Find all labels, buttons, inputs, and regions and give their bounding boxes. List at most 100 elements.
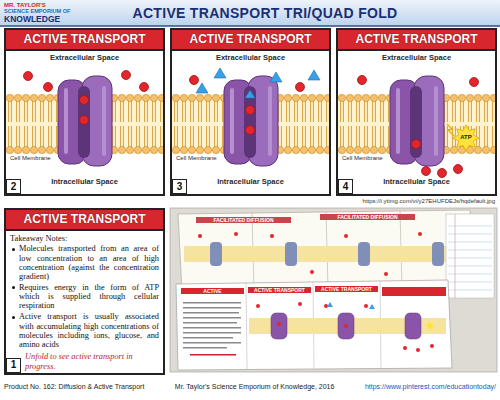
foldable-photo: [298, 302, 302, 306]
atp-label: ATP: [460, 134, 472, 141]
membrane-illustration: [172, 30, 329, 194]
ion-dots: [24, 72, 33, 81]
foldable-photo: [176, 280, 452, 370]
foldable-photo: [198, 234, 202, 238]
membrane-label: Cell Membrane: [9, 155, 52, 162]
membrane-illustration: [338, 30, 495, 194]
foldable-photo: [183, 307, 241, 309]
footer-text: Mr. Taylor's Science Emporium of Knowled…: [175, 383, 335, 391]
panel-card: ACTIVE TRANSPORTTakeaway Notes:Molecules…: [4, 208, 165, 375]
callout-number: 3: [177, 182, 183, 192]
foldable-photo: [364, 304, 368, 308]
ion-dots: [454, 165, 463, 174]
membrane-illustration: [390, 76, 444, 166]
logo-text: SCIENCE EMPORIUM OF: [4, 9, 71, 15]
membrane-illustration: [6, 30, 163, 194]
foldable-photo: [448, 258, 492, 259]
membrane-label: Cell Membrane: [341, 155, 384, 162]
energy-spark: [447, 124, 454, 136]
header-band: [0, 0, 500, 26]
foldable-photo: [285, 242, 297, 266]
foldable-photo: [183, 322, 237, 324]
panel-card: ACTIVE TRANSPORT Extracellular SpaceCell …: [4, 28, 165, 196]
foldable-photo: [170, 208, 497, 372]
foldable-photo: [416, 348, 420, 352]
ion-dots: [412, 140, 421, 149]
foldable-photo: [183, 302, 241, 349]
callout-number: 4: [343, 182, 349, 192]
foldable-photo: [178, 210, 474, 292]
foldable-photo: [448, 226, 492, 290]
foldable-photo: [382, 287, 446, 296]
bullet-note: Requires energy in the form of ATP which…: [19, 283, 159, 311]
foldable-photo: [448, 290, 492, 291]
foldable-photo: [446, 214, 494, 298]
foldable-photo: [310, 270, 314, 274]
foldable-photo: [432, 242, 444, 266]
ion-dots: [190, 76, 305, 135]
foldable-photo: [327, 302, 333, 307]
panel-header: ACTIVE TRANSPORT: [172, 30, 329, 51]
space-label: Intracellular Space: [6, 178, 163, 187]
foldable-photo: [405, 313, 421, 339]
foldable-photo: [418, 232, 422, 236]
ion-dots: [246, 126, 255, 135]
foldable-photo: [234, 232, 238, 236]
foldable-photo: [183, 347, 227, 349]
foldable-photo: [430, 344, 434, 348]
space-label: Extracellular Space: [6, 54, 163, 63]
membrane-illustration: [6, 30, 163, 194]
logo-text: MR. TAYLOR'S: [4, 2, 46, 8]
ion-dots: [80, 96, 89, 105]
foldable-photo: [448, 274, 492, 275]
footer-url: https://www.pinterest.com/educationtoday…: [365, 383, 496, 391]
foldable-photo: [384, 272, 388, 276]
membrane-illustration: [172, 30, 329, 194]
foldable-photo: [210, 242, 444, 266]
callout-number: 1: [11, 360, 17, 370]
foldable-photo: [358, 242, 370, 266]
foldable-photo: [425, 321, 435, 331]
foldable-photo: [183, 317, 241, 319]
foldable-photo: [183, 302, 241, 304]
glucose-triangles: [214, 68, 226, 78]
membrane-illustration: [338, 30, 495, 194]
step-number-box: 4: [338, 179, 353, 194]
foldable-photo: [271, 313, 287, 339]
space-label: Intracellular Space: [172, 178, 329, 187]
foldable-photo: [198, 232, 460, 276]
membrane-illustration: [58, 76, 112, 166]
step-number-box: 2: [6, 179, 21, 194]
ion-dots: [422, 167, 431, 176]
foldable-photo: [210, 242, 222, 266]
panel-header: ACTIVE TRANSPORT: [338, 30, 495, 51]
callout-number: 2: [11, 182, 17, 192]
foldable-photo: [183, 312, 239, 314]
ion-dots: [296, 83, 305, 92]
foldable-photo: [256, 302, 434, 352]
membrane-illustration: [224, 76, 278, 166]
foldable-photo: [183, 342, 241, 344]
bullet-note: Active transport is usually associated w…: [19, 312, 159, 349]
panel-card: ACTIVE TRANSPORT Extracellular SpaceCell …: [336, 28, 497, 196]
space-label: Extracellular Space: [338, 54, 495, 63]
glucose-triangles: [308, 70, 320, 80]
foldable-photo: [327, 302, 375, 309]
photo-header: ACTIVE TRANSPORT: [315, 286, 378, 292]
glucose-triangles: [245, 90, 255, 98]
space-label: Extracellular Space: [172, 54, 329, 63]
foldable-photo: [184, 246, 468, 262]
foldable-photo: [403, 346, 407, 350]
ion-dots: [358, 76, 367, 85]
panel-header: ACTIVE TRANSPORT: [6, 30, 163, 51]
ion-dots: [246, 106, 255, 115]
ion-dots: [190, 76, 199, 85]
glucose-triangles: [270, 72, 282, 82]
foldable-photo: [271, 313, 421, 339]
foldable-photo: [448, 234, 492, 235]
logo-text: KNOWLEDGE: [4, 15, 60, 24]
foldable-photo: [344, 324, 348, 328]
page-title: ACTIVE TRANSPORT TRI/QUAD FOLD: [80, 5, 450, 21]
foldable-photo: [170, 208, 497, 372]
photo-header: ACTIVE TRANSPORT: [248, 287, 311, 293]
